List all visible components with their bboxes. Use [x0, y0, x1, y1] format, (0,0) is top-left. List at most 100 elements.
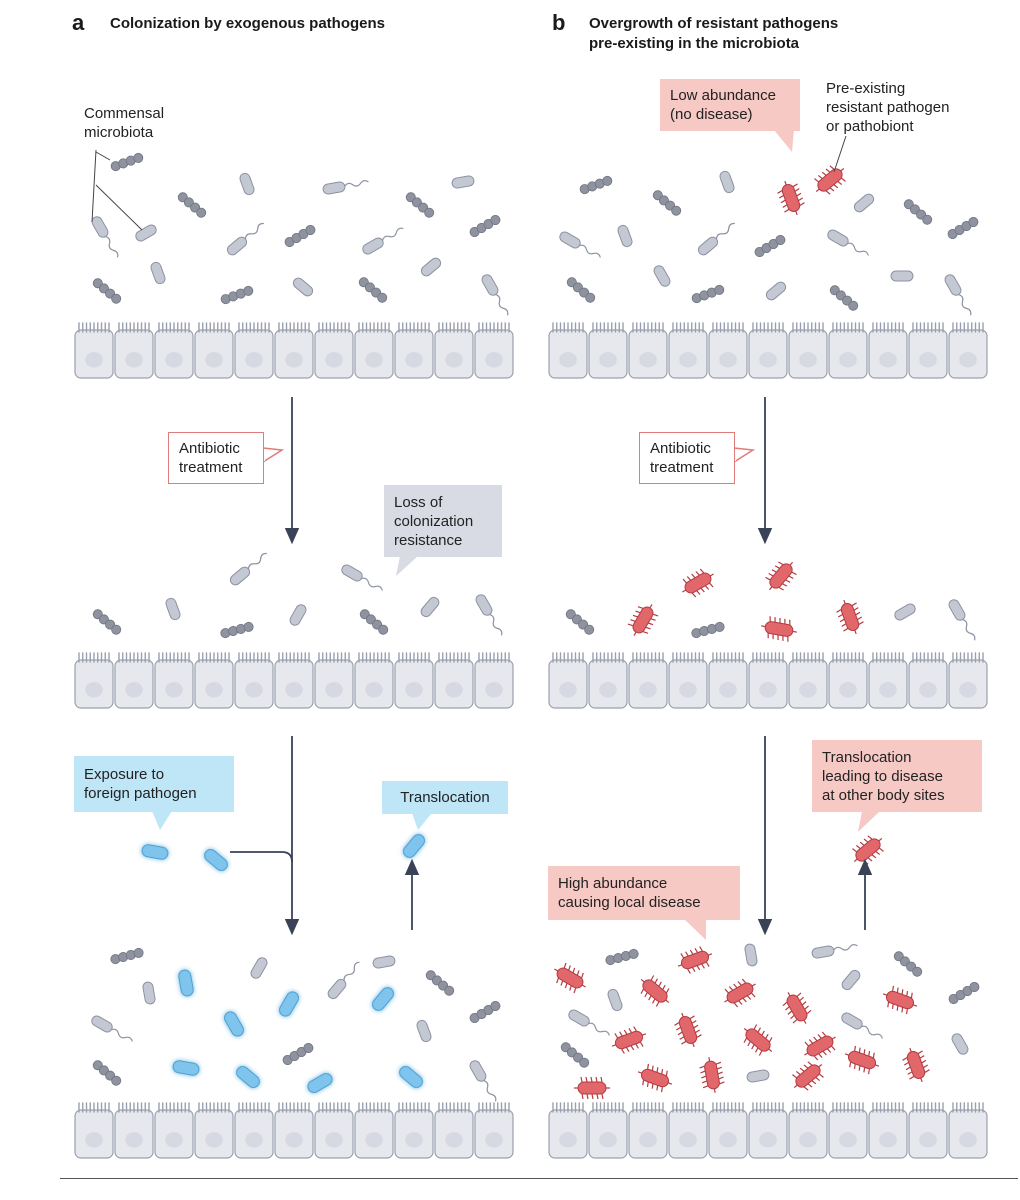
foreign-pathogen [403, 834, 425, 858]
pilus [630, 619, 636, 622]
pilus [701, 1080, 708, 1084]
rod-body [894, 603, 916, 621]
bottom-rule [60, 1178, 1018, 1179]
pilus [882, 993, 888, 996]
flagellum [111, 1028, 133, 1042]
commensal-cocci-chain [566, 277, 596, 303]
commensal-rod [746, 1069, 770, 1083]
resistant-pathogen [677, 946, 713, 974]
pilus [637, 606, 643, 609]
rod-body [948, 599, 966, 621]
flagellum [861, 1025, 883, 1039]
pilus [807, 1083, 813, 1088]
coccus [424, 207, 435, 218]
cell-nucleus [245, 1132, 263, 1148]
pilus [648, 995, 652, 1001]
pilus [785, 579, 791, 583]
pilus [716, 1066, 723, 1070]
rod-body [341, 564, 363, 582]
resistant-pathogen [743, 1024, 773, 1056]
commensal-rod [142, 981, 156, 1005]
pilus [708, 1057, 711, 1062]
tail-low [774, 130, 794, 152]
cell-nucleus [599, 352, 617, 368]
pilus [640, 978, 645, 983]
callout-translocation-b-text: Translocation leading to disease at othe… [822, 748, 945, 804]
commensal-cocci-chain [469, 1001, 501, 1024]
cell-nucleus [759, 682, 777, 698]
rod-body [481, 274, 499, 296]
coccus [444, 985, 455, 996]
pilus [650, 975, 655, 981]
resistant-body [577, 1081, 607, 1095]
cell-nucleus [639, 352, 657, 368]
pilus [580, 1076, 583, 1083]
pilus [909, 1075, 915, 1080]
coccus [133, 947, 144, 958]
pilus [799, 996, 804, 1002]
commensal-rod [91, 1015, 133, 1042]
pilus [741, 978, 747, 984]
panel-a-title: Colonization by exogenous pathogens [110, 15, 386, 32]
cell-nucleus [599, 1132, 617, 1148]
cell-nucleus [325, 1132, 343, 1148]
flagellum [715, 222, 735, 240]
commensal-rod [416, 1019, 432, 1043]
pilus [803, 1019, 807, 1024]
rod-body [765, 281, 787, 301]
label-commensal-microbiota: Commensal microbiota [84, 105, 165, 141]
pilus [738, 1000, 743, 1005]
label-preexisting-pathogen: Pre-existing resistant pathogen or patho… [826, 80, 950, 135]
callout-antibiotic-a-text: Antibiotic treatment [179, 440, 243, 476]
flagellum [962, 618, 976, 641]
pilus [815, 1076, 821, 1082]
resistant-pathogen [554, 962, 586, 994]
pilus [632, 614, 638, 618]
pilus [648, 622, 654, 626]
coccus [378, 624, 389, 635]
pilus [855, 844, 861, 850]
pilus [656, 1067, 659, 1073]
pilus [798, 197, 804, 202]
pilus [719, 1081, 725, 1085]
resistant-body [764, 621, 794, 637]
callout-translocation-a: Translocation [382, 781, 508, 814]
commensal-rod [653, 265, 671, 287]
resistant-body [885, 990, 915, 1010]
pilus [905, 1008, 908, 1015]
cell-nucleus [919, 352, 937, 368]
commensal-cocci-chain [469, 215, 501, 238]
coccus [490, 1001, 501, 1011]
cell-nucleus [85, 352, 103, 368]
commensal-cocci-chain [110, 947, 144, 965]
resistant-pathogen [640, 975, 670, 1007]
commensal-rod [811, 943, 858, 959]
pilus [733, 983, 738, 989]
leader-lines [91, 130, 880, 940]
pilus [923, 1064, 929, 1069]
pilus [655, 1001, 660, 1007]
pilus [651, 998, 656, 1004]
commensal-leader [91, 149, 143, 231]
pilus [689, 949, 694, 955]
rod-body [746, 1069, 770, 1083]
pilus [818, 1053, 823, 1058]
foreign-body [307, 1073, 333, 1093]
rod-body [91, 1015, 113, 1033]
pilus [644, 992, 648, 998]
resistant-body [640, 1068, 670, 1088]
flagellum [381, 227, 404, 241]
pilus [891, 1003, 894, 1010]
pilus [696, 965, 701, 971]
exposure-join-line [230, 851, 293, 863]
pilus [637, 1071, 643, 1074]
resistant-pathogen [761, 616, 797, 642]
rod-body [292, 277, 314, 297]
commensal-rod [292, 277, 314, 297]
cell-nucleus [125, 352, 143, 368]
commensal-cocci-chain [92, 1060, 122, 1086]
pilus [863, 838, 869, 843]
commensal-cocci-chain [691, 621, 725, 639]
callout-high-abundance-text: High abundance causing local disease [558, 875, 701, 911]
